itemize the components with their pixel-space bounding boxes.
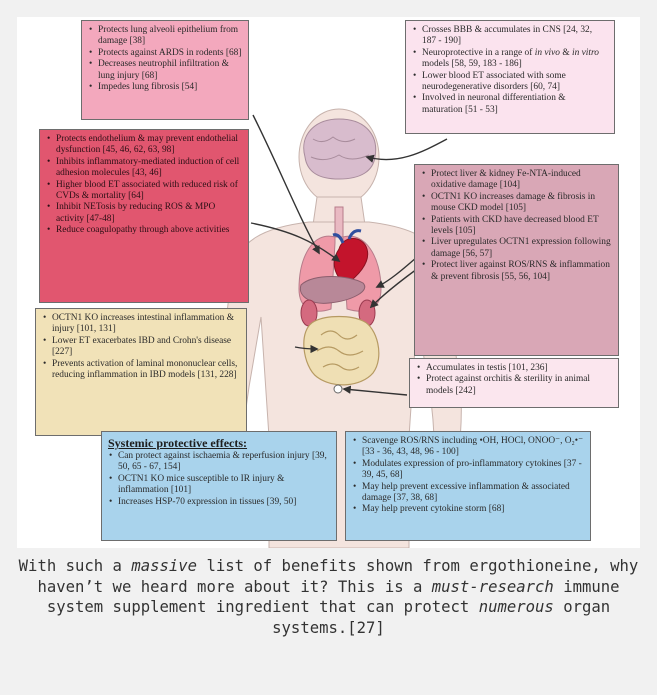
intestine-item: Lower ET exacerbates IBD and Crohn's dis…: [43, 336, 240, 359]
lungs-item: Protects lung alveoli epithelium from da…: [89, 25, 242, 48]
systemic-item: Can protect against ischaemia & reperfus…: [109, 451, 330, 474]
ros-item: Modulates expression of pro-inflammatory…: [353, 459, 584, 482]
systemic-list: Can protect against ischaemia & reperfus…: [108, 451, 330, 508]
testis-box: Accumulates in testis [101, 236] Protect…: [409, 358, 619, 408]
liver-kidney-box: Protect liver & kidney Fe-NTA-induced ox…: [414, 164, 619, 356]
intestine-item: OCTN1 KO increases intestinal inflammati…: [43, 313, 240, 336]
heart-item: Higher blood ET associated with reduced …: [47, 180, 242, 203]
intestines: [303, 315, 380, 386]
intestine-box: OCTN1 KO increases intestinal inflammati…: [35, 308, 247, 436]
ros-item: May help prevent cytokine storm [68]: [353, 504, 584, 516]
brain-box: Crosses BBB & accumulates in CNS [24, 32…: [405, 20, 615, 134]
ros-item: Scavenge ROS/RNS including •OH, HOCl, ON…: [353, 436, 584, 459]
lungs-box: Protects lung alveoli epithelium from da…: [81, 20, 249, 120]
intestine-item: Prevents activation of laminal mononucle…: [43, 359, 240, 382]
heart-list: Protects endothelium & may prevent endot…: [46, 134, 242, 237]
lungs-item: Protects against ARDS in rodents [68]: [89, 48, 242, 60]
caption-emphasis: massive: [131, 557, 198, 575]
liver-kidney-item: Liver upregulates OCTN1 expression follo…: [422, 237, 612, 260]
testis-item: Accumulates in testis [101, 236]: [417, 363, 612, 375]
brain-item: Crosses BBB & accumulates in CNS [24, 32…: [413, 25, 608, 48]
systemic-item: OCTN1 KO mice susceptible to IR injury &…: [109, 474, 330, 497]
systemic-effects-title: Systemic protective effects:: [108, 436, 248, 450]
heart-item: Inhibits inflammatory-mediated induction…: [47, 157, 242, 180]
caption-emphasis: numerous: [478, 598, 554, 617]
liver-kidney-item: Protect liver against ROS/RNS & inflamma…: [422, 260, 612, 283]
ros-item: May help prevent excessive inflammation …: [353, 482, 584, 505]
heart-item: Inhibit NETosis by reducing ROS & MPO ac…: [47, 202, 242, 225]
testes: [333, 384, 343, 394]
lungs-item: Impedes lung fibrosis [54]: [89, 82, 242, 94]
liver-kidney-item: OCTN1 KO increases damage & fibrosis in …: [422, 192, 612, 215]
systemic-effects-box: Systemic protective effects: Can protect…: [101, 431, 337, 541]
heart-box: Protects endothelium & may prevent endot…: [39, 129, 249, 303]
heart-item: Reduce coagulopathy through above activi…: [47, 225, 242, 237]
intestine-list: OCTN1 KO increases intestinal inflammati…: [42, 313, 240, 381]
brain: [303, 118, 377, 180]
testis-item: Protect against orchitis & sterility in …: [417, 374, 612, 397]
heart: [332, 229, 369, 286]
systemic-item: Increases HSP-70 expression in tissues […: [109, 497, 330, 509]
heart-item: Protects endothelium & may prevent endot…: [47, 134, 242, 157]
brain-item-prefix: Neuroprotective in a range of: [422, 47, 535, 58]
lungs-item: Decreases neutrophil infiltration & lung…: [89, 59, 242, 82]
testis-list: Accumulates in testis [101, 236] Protect…: [416, 363, 612, 397]
lungs-list: Protects lung alveoli epithelium from da…: [88, 25, 242, 94]
brain-list: Crosses BBB & accumulates in CNS [24, 32…: [412, 25, 608, 116]
in-vivo-term: in vivo: [534, 47, 560, 58]
figure-caption: With such a massive list of benefits sho…: [18, 557, 639, 637]
liver-kidney-item: Protect liver & kidney Fe-NTA-induced ox…: [422, 169, 612, 192]
pointer-arrows: [250, 114, 448, 396]
liver-kidney-item: Patients with CKD have decreased blood E…: [422, 215, 612, 238]
brain-item: Lower blood ET associated with some neur…: [413, 71, 608, 94]
brain-item: Involved in neuronal differentiation & m…: [413, 93, 608, 116]
in-vitro-term: in vitro: [571, 47, 599, 58]
caption-emphasis: must-research: [431, 577, 554, 596]
liver-kidney-list: Protect liver & kidney Fe-NTA-induced ox…: [421, 169, 612, 283]
ros-list: Scavenge ROS/RNS including •OH, HOCl, ON…: [352, 436, 584, 516]
ros-scavenging-box: Scavenge ROS/RNS including •OH, HOCl, ON…: [345, 431, 591, 541]
ergothioneine-figure: Protects lung alveoli epithelium from da…: [17, 17, 640, 548]
brain-item: Neuroprotective in a range of in vivo & …: [413, 47, 608, 71]
